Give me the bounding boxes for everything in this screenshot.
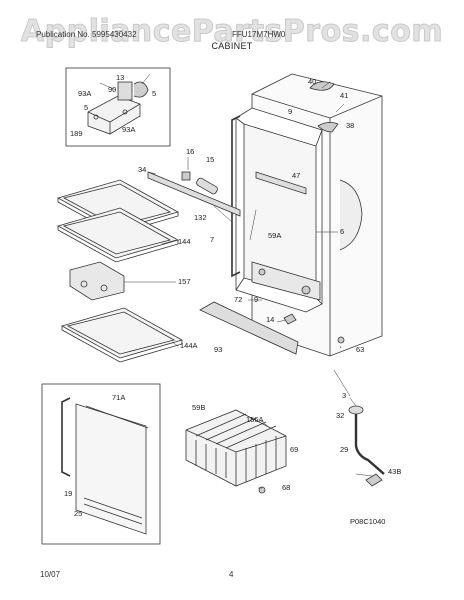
callout-25: 25	[74, 509, 82, 518]
light-lens[interactable]	[195, 177, 218, 195]
callout-19: 19	[64, 489, 72, 498]
damper-assembly-part[interactable]	[87, 81, 149, 135]
callout-7: 7	[210, 235, 214, 244]
callout-38: 38	[346, 121, 354, 130]
watermark: AppliancePartsPros.com	[20, 14, 444, 50]
shelf-rail[interactable]	[255, 171, 307, 195]
callout-144-top: 144	[178, 237, 191, 246]
gasket-strip[interactable]	[231, 115, 241, 278]
drain-tube[interactable]	[348, 405, 385, 487]
callout-47: 47	[292, 171, 300, 180]
callout-93: 93	[214, 345, 222, 354]
door-panel[interactable]	[75, 403, 149, 535]
footer-page-number: 4	[229, 570, 234, 579]
callout-9-low: 9	[254, 295, 258, 304]
top-hinge[interactable]	[309, 81, 335, 91]
callout-41: 41	[340, 91, 348, 100]
callout-93a-low: 93A	[122, 125, 135, 134]
inset-box-damper	[65, 67, 171, 147]
thermostat-part[interactable]	[181, 171, 191, 181]
callout-132: 132	[194, 213, 207, 222]
callout-32: 32	[336, 411, 344, 420]
callout-labels: 13 5 93A 90 5 189 93A 40 41 9 38 16 15 3…	[64, 73, 401, 526]
screw-part[interactable]	[337, 336, 345, 344]
wire-shelf-bottom[interactable]	[60, 307, 184, 363]
clip-part[interactable]	[283, 313, 297, 325]
callout-71a: 71A	[112, 393, 125, 402]
callout-5: 5	[152, 89, 156, 98]
shelf-bracket[interactable]	[69, 261, 125, 301]
cabinet-liner-frame[interactable]	[235, 107, 323, 313]
callout-16: 16	[186, 147, 194, 156]
callout-157: 157	[178, 277, 191, 286]
callout-69: 69	[290, 445, 298, 454]
wire-basket[interactable]	[185, 409, 287, 487]
callout-43b: 43B	[388, 467, 401, 476]
page-title: CABINET	[211, 41, 253, 51]
callout-90: 90	[108, 85, 116, 94]
callout-5b: 5	[84, 103, 88, 112]
callout-3: 3	[342, 391, 346, 400]
callout-156a: 156A	[246, 415, 264, 424]
control-bar[interactable]	[147, 171, 241, 217]
leader-lines	[99, 73, 373, 489]
diagram-code: P08C1040	[350, 517, 385, 526]
callout-9-top: 9	[288, 107, 292, 116]
toe-grille[interactable]	[199, 301, 299, 355]
callout-59a: 59A	[268, 231, 281, 240]
callout-68: 68	[282, 483, 290, 492]
callout-6: 6	[340, 227, 344, 236]
callout-14: 14	[266, 315, 274, 324]
callout-40: 40	[308, 77, 316, 86]
callout-59b: 59B	[192, 403, 205, 412]
model-number: FFU17M7HW0	[232, 30, 286, 39]
wire-shelf-middle[interactable]	[56, 207, 180, 263]
callout-29: 29	[340, 445, 348, 454]
inset-box-door	[41, 383, 161, 545]
footer-date: 10/07	[40, 570, 61, 579]
kick-plate[interactable]	[251, 261, 321, 301]
door-gasket[interactable]	[61, 397, 71, 477]
callout-63: 63	[356, 345, 364, 354]
callout-144a: 144A	[180, 341, 198, 350]
callout-93a-top: 93A	[78, 89, 91, 98]
hinge-bracket[interactable]	[317, 122, 339, 133]
callout-15: 15	[206, 155, 214, 164]
callout-72: 72	[234, 295, 242, 304]
basket-roller[interactable]	[258, 486, 266, 494]
callout-34: 34	[138, 165, 146, 174]
callout-13: 13	[116, 73, 124, 82]
callout-189: 189	[70, 129, 83, 138]
publication-number: Publication No. 5995430432	[36, 30, 137, 39]
